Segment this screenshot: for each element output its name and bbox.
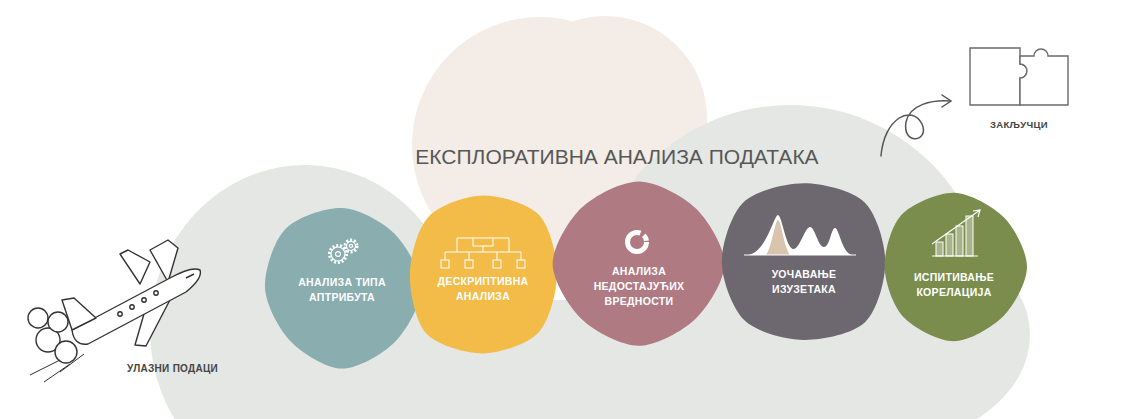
node-icon xyxy=(744,215,856,255)
blob-node: АНАЛИЗА НЕДОСТАЈУЋИХ ВРЕДНОСТИ xyxy=(553,180,725,348)
label: УЛАЗНИ ПОДАЦИ xyxy=(127,363,218,374)
blob-node: ИСПИТИВАЊЕ КОРЕЛАЦИЈА xyxy=(878,192,1030,342)
blob-shape xyxy=(403,190,563,358)
blob-node: УОЧАВАЊЕ ИЗУЗЕТАКА xyxy=(718,177,890,347)
blob-node: АНАЛИЗА ТИПА АПТРИБУТА xyxy=(262,205,422,370)
node-icon xyxy=(932,210,980,256)
blob-shape xyxy=(878,192,1030,342)
blob-fill xyxy=(722,183,886,340)
blob-shape xyxy=(553,180,725,348)
node-text: ИСПИТИВАЊЕ КОРЕЛАЦИЈА xyxy=(898,270,1010,300)
blob-fill xyxy=(410,195,557,353)
airplane xyxy=(28,240,200,382)
blob-node: ДЕСКРИПТИВНА АНАЛИЗА xyxy=(403,190,563,358)
node-icon xyxy=(441,238,525,268)
label: ЗАКЉУЧЦИ xyxy=(990,119,1048,130)
blob-fill xyxy=(885,193,1027,341)
curly-arrow xyxy=(881,95,951,156)
cloud xyxy=(150,16,1030,419)
puzzle-icon xyxy=(970,48,1068,105)
node-text: УОЧАВАЊЕ ИЗУЗЕТАКА xyxy=(745,267,863,297)
node-text: ДЕСКРИПТИВНА АНАЛИЗА xyxy=(424,274,542,304)
node-icon xyxy=(330,240,358,263)
blob-shape xyxy=(718,177,890,347)
node-icon xyxy=(628,233,647,252)
title: ЕКСПЛОРАТИВНА АНАЛИЗА ПОДАТАКА xyxy=(415,145,818,169)
blob-fill xyxy=(553,181,725,345)
node-text: АНАЛИЗА НЕДОСТАЈУЋИХ ВРЕДНОСТИ xyxy=(577,264,701,309)
node-text: АНАЛИЗА ТИПА АПТРИБУТА xyxy=(283,275,401,305)
blob-fill xyxy=(265,208,421,369)
